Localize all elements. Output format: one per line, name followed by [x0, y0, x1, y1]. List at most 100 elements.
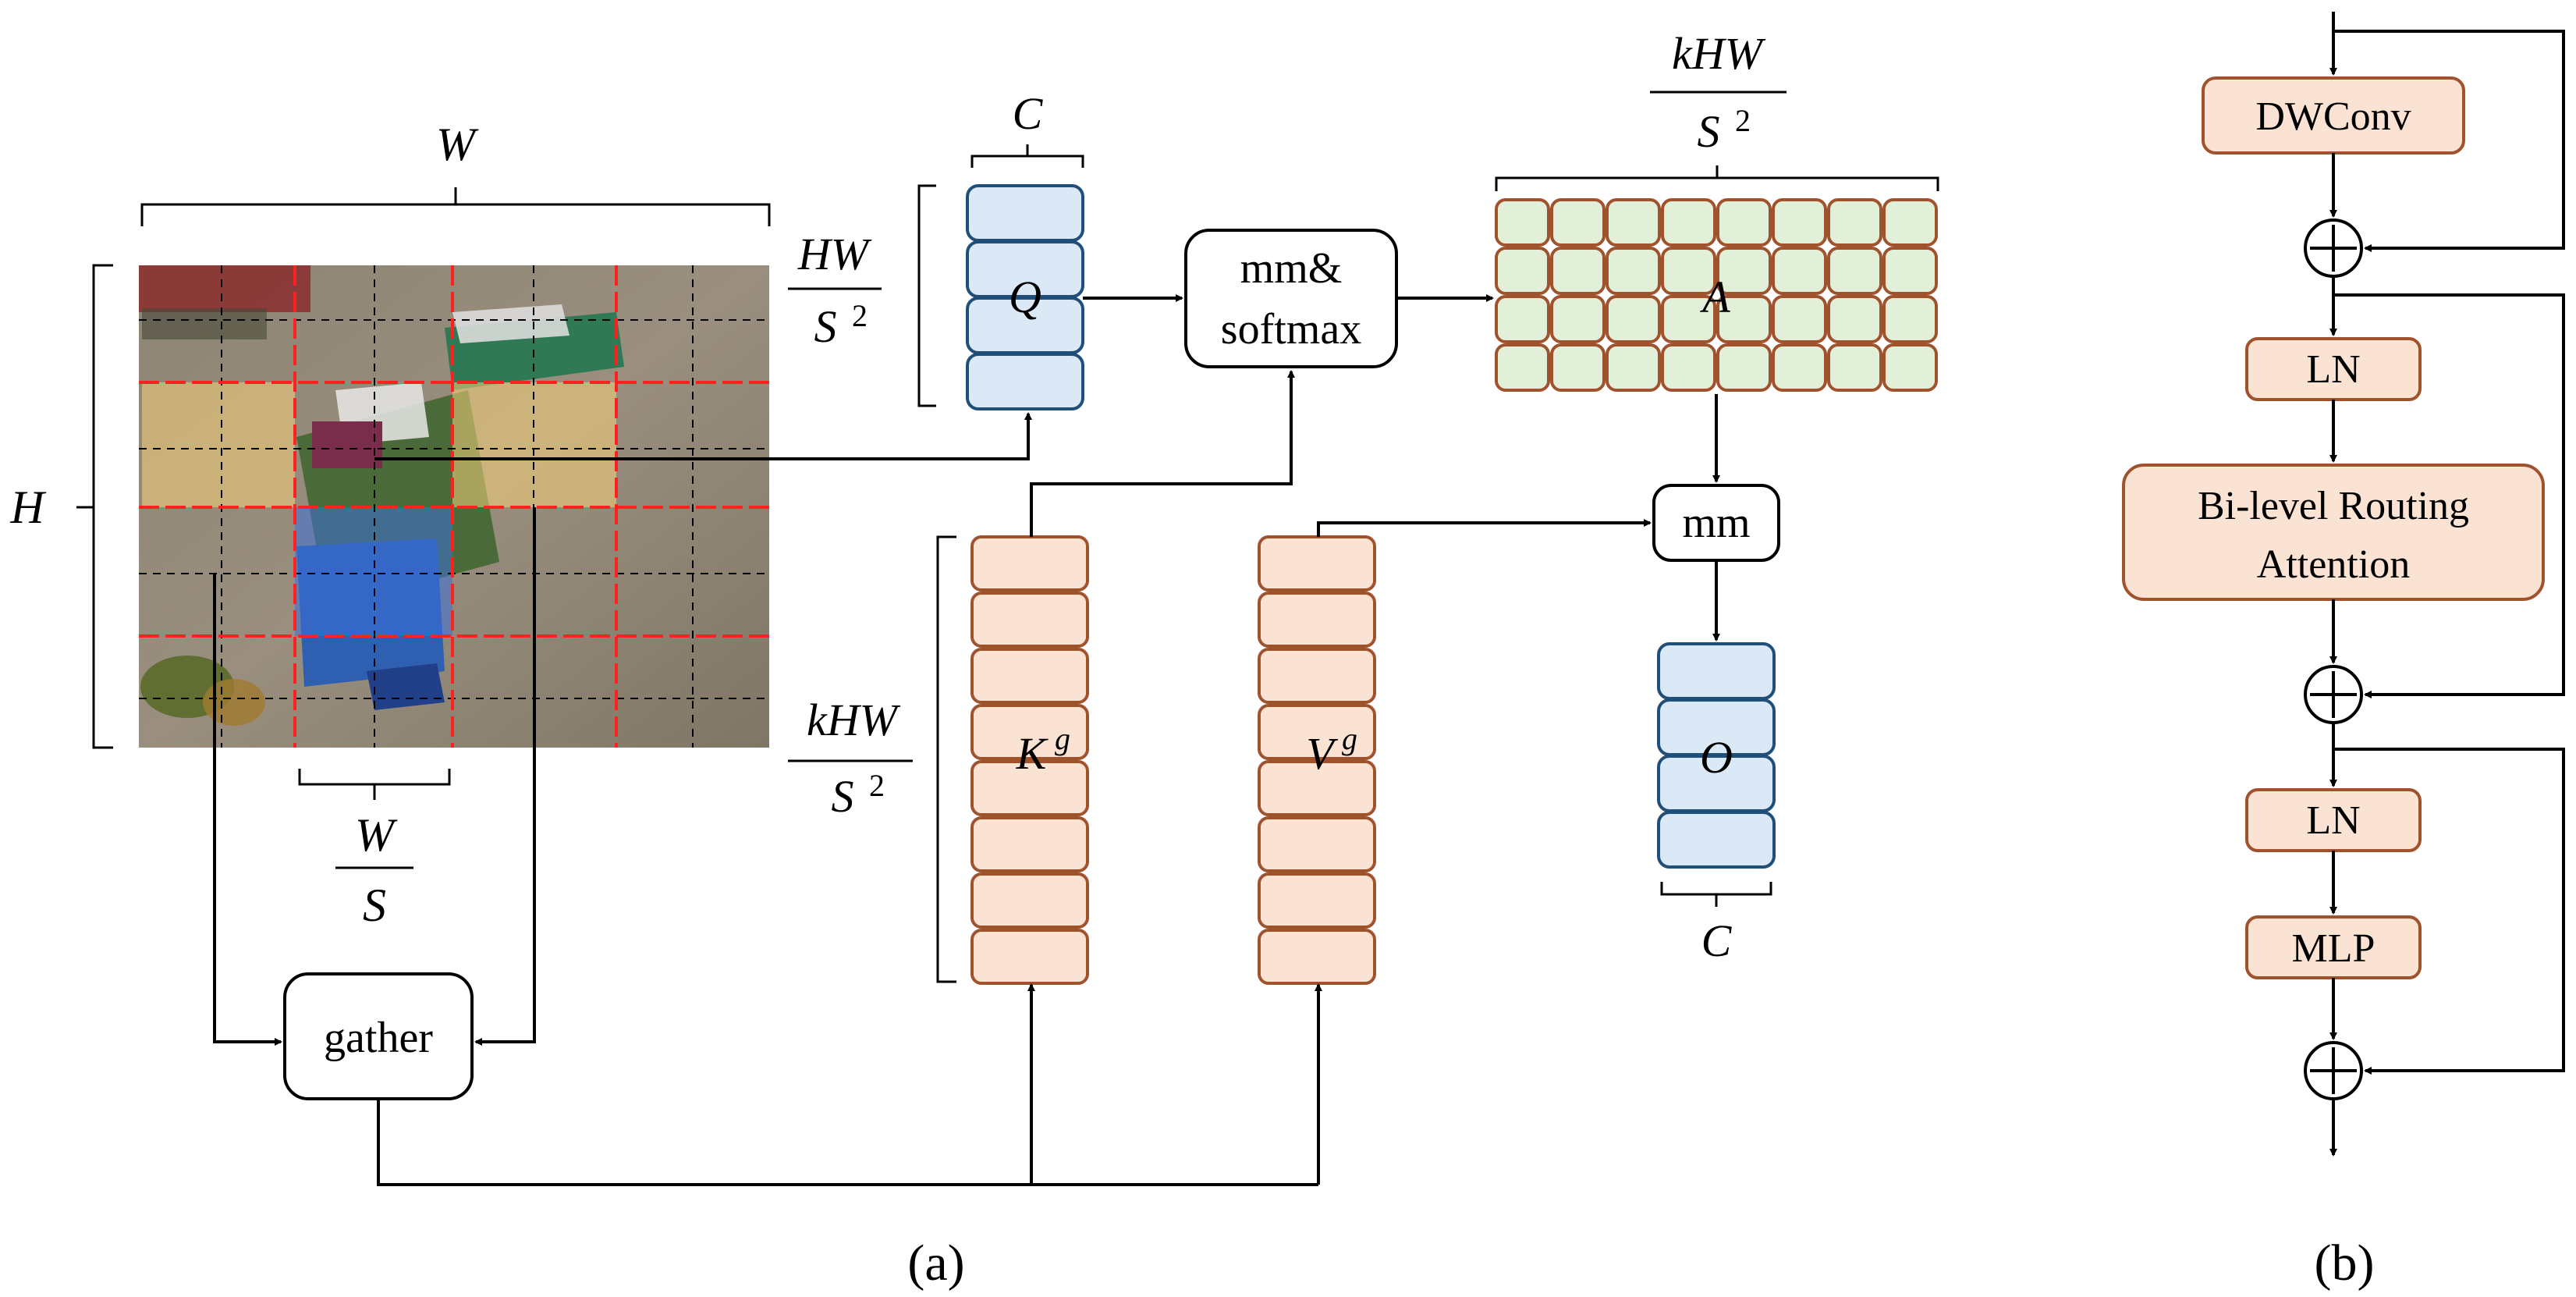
key-rows-brace: [936, 535, 956, 983]
arrow-v-to-mm: [1317, 519, 1652, 537]
add-icon-3: [2304, 1041, 2363, 1100]
panel-a: W H W S Q C HW S 2 mm& softmax: [9, 28, 1939, 1292]
gather-label: gather: [324, 1014, 433, 1062]
mm-softmax-line2: softmax: [1221, 305, 1361, 354]
value-cell: [1258, 929, 1376, 985]
panel-b: DWConv LN Bi-level Routing Attention LN …: [2122, 12, 2565, 1292]
attention-cell: [1550, 198, 1606, 247]
attention-cols-exp: 2: [1735, 103, 1751, 138]
key-rows-den: S: [832, 771, 854, 822]
routed-region-yellow-2: [452, 382, 616, 507]
attention-cell: [1827, 247, 1882, 295]
attention-cell: [1606, 247, 1661, 295]
query-rows-den: S: [814, 301, 837, 352]
key-sup: g: [1055, 721, 1070, 756]
add-icon-1: [2304, 219, 2363, 278]
query-rows-brace: [917, 184, 936, 407]
attention-cell: [1716, 295, 1772, 343]
attention-cell: [1827, 198, 1882, 247]
query-label: Q: [1009, 272, 1041, 322]
mm-softmax-block: mm& softmax: [1184, 229, 1398, 368]
aerial-image: [139, 265, 769, 748]
query-region-blue: [295, 507, 452, 636]
attention-cell: [1716, 198, 1772, 247]
attention-cell: [1772, 343, 1827, 392]
ln1-label: LN: [2306, 347, 2360, 392]
region-width-brace: [298, 769, 451, 800]
attention-cell: [1772, 198, 1827, 247]
attention-cell: [1882, 247, 1938, 295]
attention-cell: [1550, 343, 1606, 392]
attention-cell: [1661, 247, 1716, 295]
region-width-num: W: [355, 809, 398, 861]
attention-cell: [1661, 198, 1716, 247]
attention-cell: [1661, 295, 1716, 343]
attention-cols-brace: [1495, 165, 1939, 191]
attention-cell: [1606, 198, 1661, 247]
value-cell: [1258, 760, 1376, 816]
attention-cell: [1661, 343, 1716, 392]
key-cell: [970, 704, 1089, 760]
key-cell: [970, 648, 1089, 704]
attention-cell: [1882, 295, 1938, 343]
arrow-k-to-softmax: [1030, 370, 1295, 537]
attention-cell: [1827, 343, 1882, 392]
arrow-image-to-gather-left: [213, 574, 282, 1046]
dwconv-label: DWConv: [2255, 94, 2411, 139]
arrows-b: [2329, 12, 2565, 1157]
attention-cell: [1716, 343, 1772, 392]
bra-label-line1: Bi-level Routing: [2198, 484, 2469, 528]
value-cell: [1258, 816, 1376, 872]
attention-cell: [1606, 295, 1661, 343]
value-cell: [1258, 648, 1376, 704]
output-label: O: [1700, 732, 1733, 783]
region-grid: [139, 265, 769, 748]
value-matrix: [1258, 535, 1376, 985]
height-brace: [76, 264, 113, 749]
height-label: H: [9, 481, 47, 533]
attention-cols-den: S: [1698, 106, 1720, 157]
bra-label-line2: Attention: [2257, 542, 2410, 587]
attention-cell: [1495, 343, 1550, 392]
value-label: V: [1306, 728, 1339, 779]
key-matrix: [970, 535, 1089, 985]
ln2-label: LN: [2306, 798, 2360, 843]
attention-cell: [1495, 295, 1550, 343]
attention-cell: [1827, 295, 1882, 343]
query-cols-brace: [970, 144, 1084, 168]
key-cell: [970, 929, 1089, 985]
query-rows-exp: 2: [852, 298, 868, 333]
query-cols-label: C: [1013, 88, 1044, 139]
value-cell: [1258, 592, 1376, 648]
region-width-den: S: [363, 879, 386, 931]
attention-cell: [1495, 198, 1550, 247]
value-cell: [1258, 704, 1376, 760]
width-label: W: [436, 119, 479, 170]
mm-softmax-line1: mm&: [1240, 244, 1343, 293]
caption-a: (a): [907, 1235, 964, 1292]
value-cell: [1258, 872, 1376, 929]
attention-cell: [1550, 247, 1606, 295]
value-cell: [1258, 535, 1376, 592]
output-cols-brace: [1660, 882, 1772, 907]
add-icon-2: [2304, 665, 2363, 724]
output-cols-label: C: [1701, 915, 1733, 966]
attention-cell: [1882, 198, 1938, 247]
query-rows-num: HW: [797, 229, 872, 279]
attention-label: A: [1699, 272, 1730, 322]
caption-b: (b): [2315, 1235, 2375, 1292]
key-cell: [970, 592, 1089, 648]
arrow-gather-out: [377, 1099, 1318, 1186]
gather-block: gather: [283, 972, 474, 1100]
key-cell: [970, 760, 1089, 816]
adders: [2304, 219, 2363, 1100]
attention-cell: [1882, 343, 1938, 392]
attention-cell: [1495, 247, 1550, 295]
attention-cell: [1606, 343, 1661, 392]
output-matrix: O: [1657, 642, 1776, 869]
attention-cell: [1772, 247, 1827, 295]
key-rows-num: kHW: [807, 695, 901, 745]
attention-matrix: [1495, 198, 1938, 392]
attention-cell: [1772, 295, 1827, 343]
